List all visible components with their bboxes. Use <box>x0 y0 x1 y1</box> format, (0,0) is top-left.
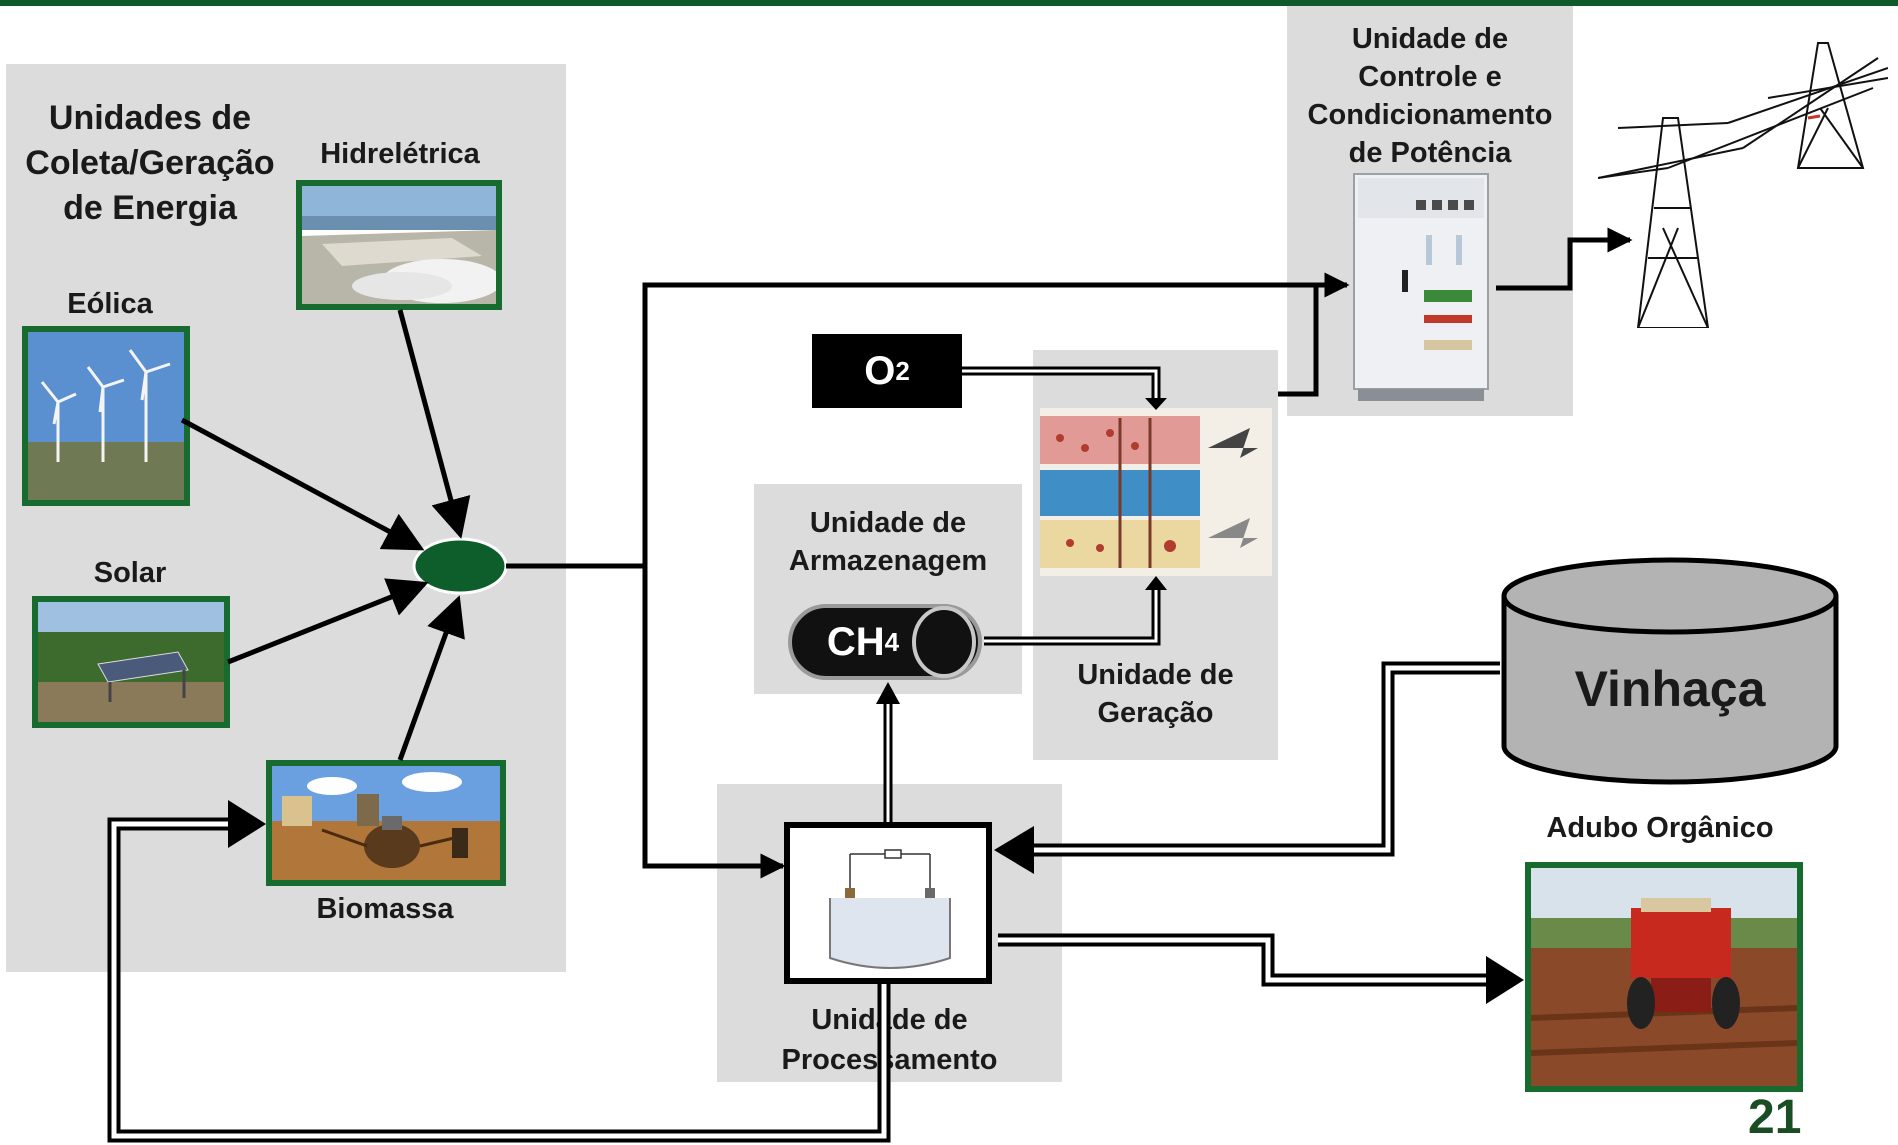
storage-unit-title: Unidade de Armazenagem <box>788 507 988 577</box>
solar-panel-image <box>32 596 230 728</box>
vinasse-arrowhead <box>994 826 1034 874</box>
vinasse-label: Vinhaça <box>1574 661 1766 717</box>
methane-subscript: 4 <box>884 626 900 657</box>
oxygen-symbol: O <box>864 348 896 393</box>
fertilizer-spreader-image <box>1525 862 1803 1092</box>
processing-to-fertilizer-arrow <box>998 933 1490 987</box>
methane-symbol: CH <box>826 619 885 664</box>
vinasse-to-processing-arrow <box>1010 661 1500 857</box>
storage-arrowhead <box>876 682 900 704</box>
biomass-loop-inner <box>111 821 887 1139</box>
hydro-label: Hidrelétrica <box>320 138 480 170</box>
processing-to-biomass-loop <box>107 817 891 1143</box>
junction-to-control-connector <box>506 272 1350 569</box>
fertilizer-arrowhead <box>1486 956 1524 1004</box>
top-rule <box>0 0 1898 6</box>
methane-to-generation-arrow <box>984 586 1161 646</box>
page-number: 21 <box>1748 1091 1802 1144</box>
processing-box <box>784 822 992 984</box>
oxygen-arrow-inner <box>962 369 1158 404</box>
biomass-biodigester-image <box>266 760 506 886</box>
biomass-loop-arrowhead <box>228 800 266 848</box>
solar-to-junction-arrow <box>227 578 429 665</box>
generation-to-control-connector <box>1278 285 1319 397</box>
vinasse-tank: Vinhaça <box>1500 556 1840 786</box>
control-unit-title: Unidade de Controle e Condicionamento de… <box>1307 23 1553 169</box>
fertilizer-arrow-inner <box>998 937 1490 983</box>
methane-arrowhead <box>1145 576 1167 590</box>
junction-to-processing-connector <box>642 566 786 879</box>
wind-label: Eólica <box>67 288 153 320</box>
biomass-to-junction-arrow <box>397 595 465 761</box>
solar-label: Solar <box>93 557 167 589</box>
hydro-to-junction-arrow <box>397 309 471 539</box>
wind-farm-image <box>22 326 190 506</box>
junction-node <box>412 537 508 595</box>
wind-to-junction-arrow <box>180 417 425 551</box>
control-to-tower-arrow <box>1496 227 1633 291</box>
power-cabinet-image <box>1346 170 1496 405</box>
fuel-cell-diagram-image <box>1040 408 1272 576</box>
oxygen-arrowhead <box>1145 398 1167 410</box>
hydroelectric-image <box>296 180 502 310</box>
collection-title: Unidades de Coleta/Geração de Energia <box>25 99 275 227</box>
transmission-tower-image <box>1597 28 1889 329</box>
fertilizer-label: Adubo Orgânico <box>1546 812 1774 844</box>
methane-arrow-inner <box>984 586 1158 643</box>
oxygen-subscript: 2 <box>895 355 910 386</box>
generation-unit-title: Unidade de Geração <box>1077 659 1234 729</box>
biomass-label: Biomassa <box>316 893 454 925</box>
vinasse-arrow-inner <box>1012 665 1500 853</box>
oxygen-to-generation-arrow <box>962 366 1161 404</box>
